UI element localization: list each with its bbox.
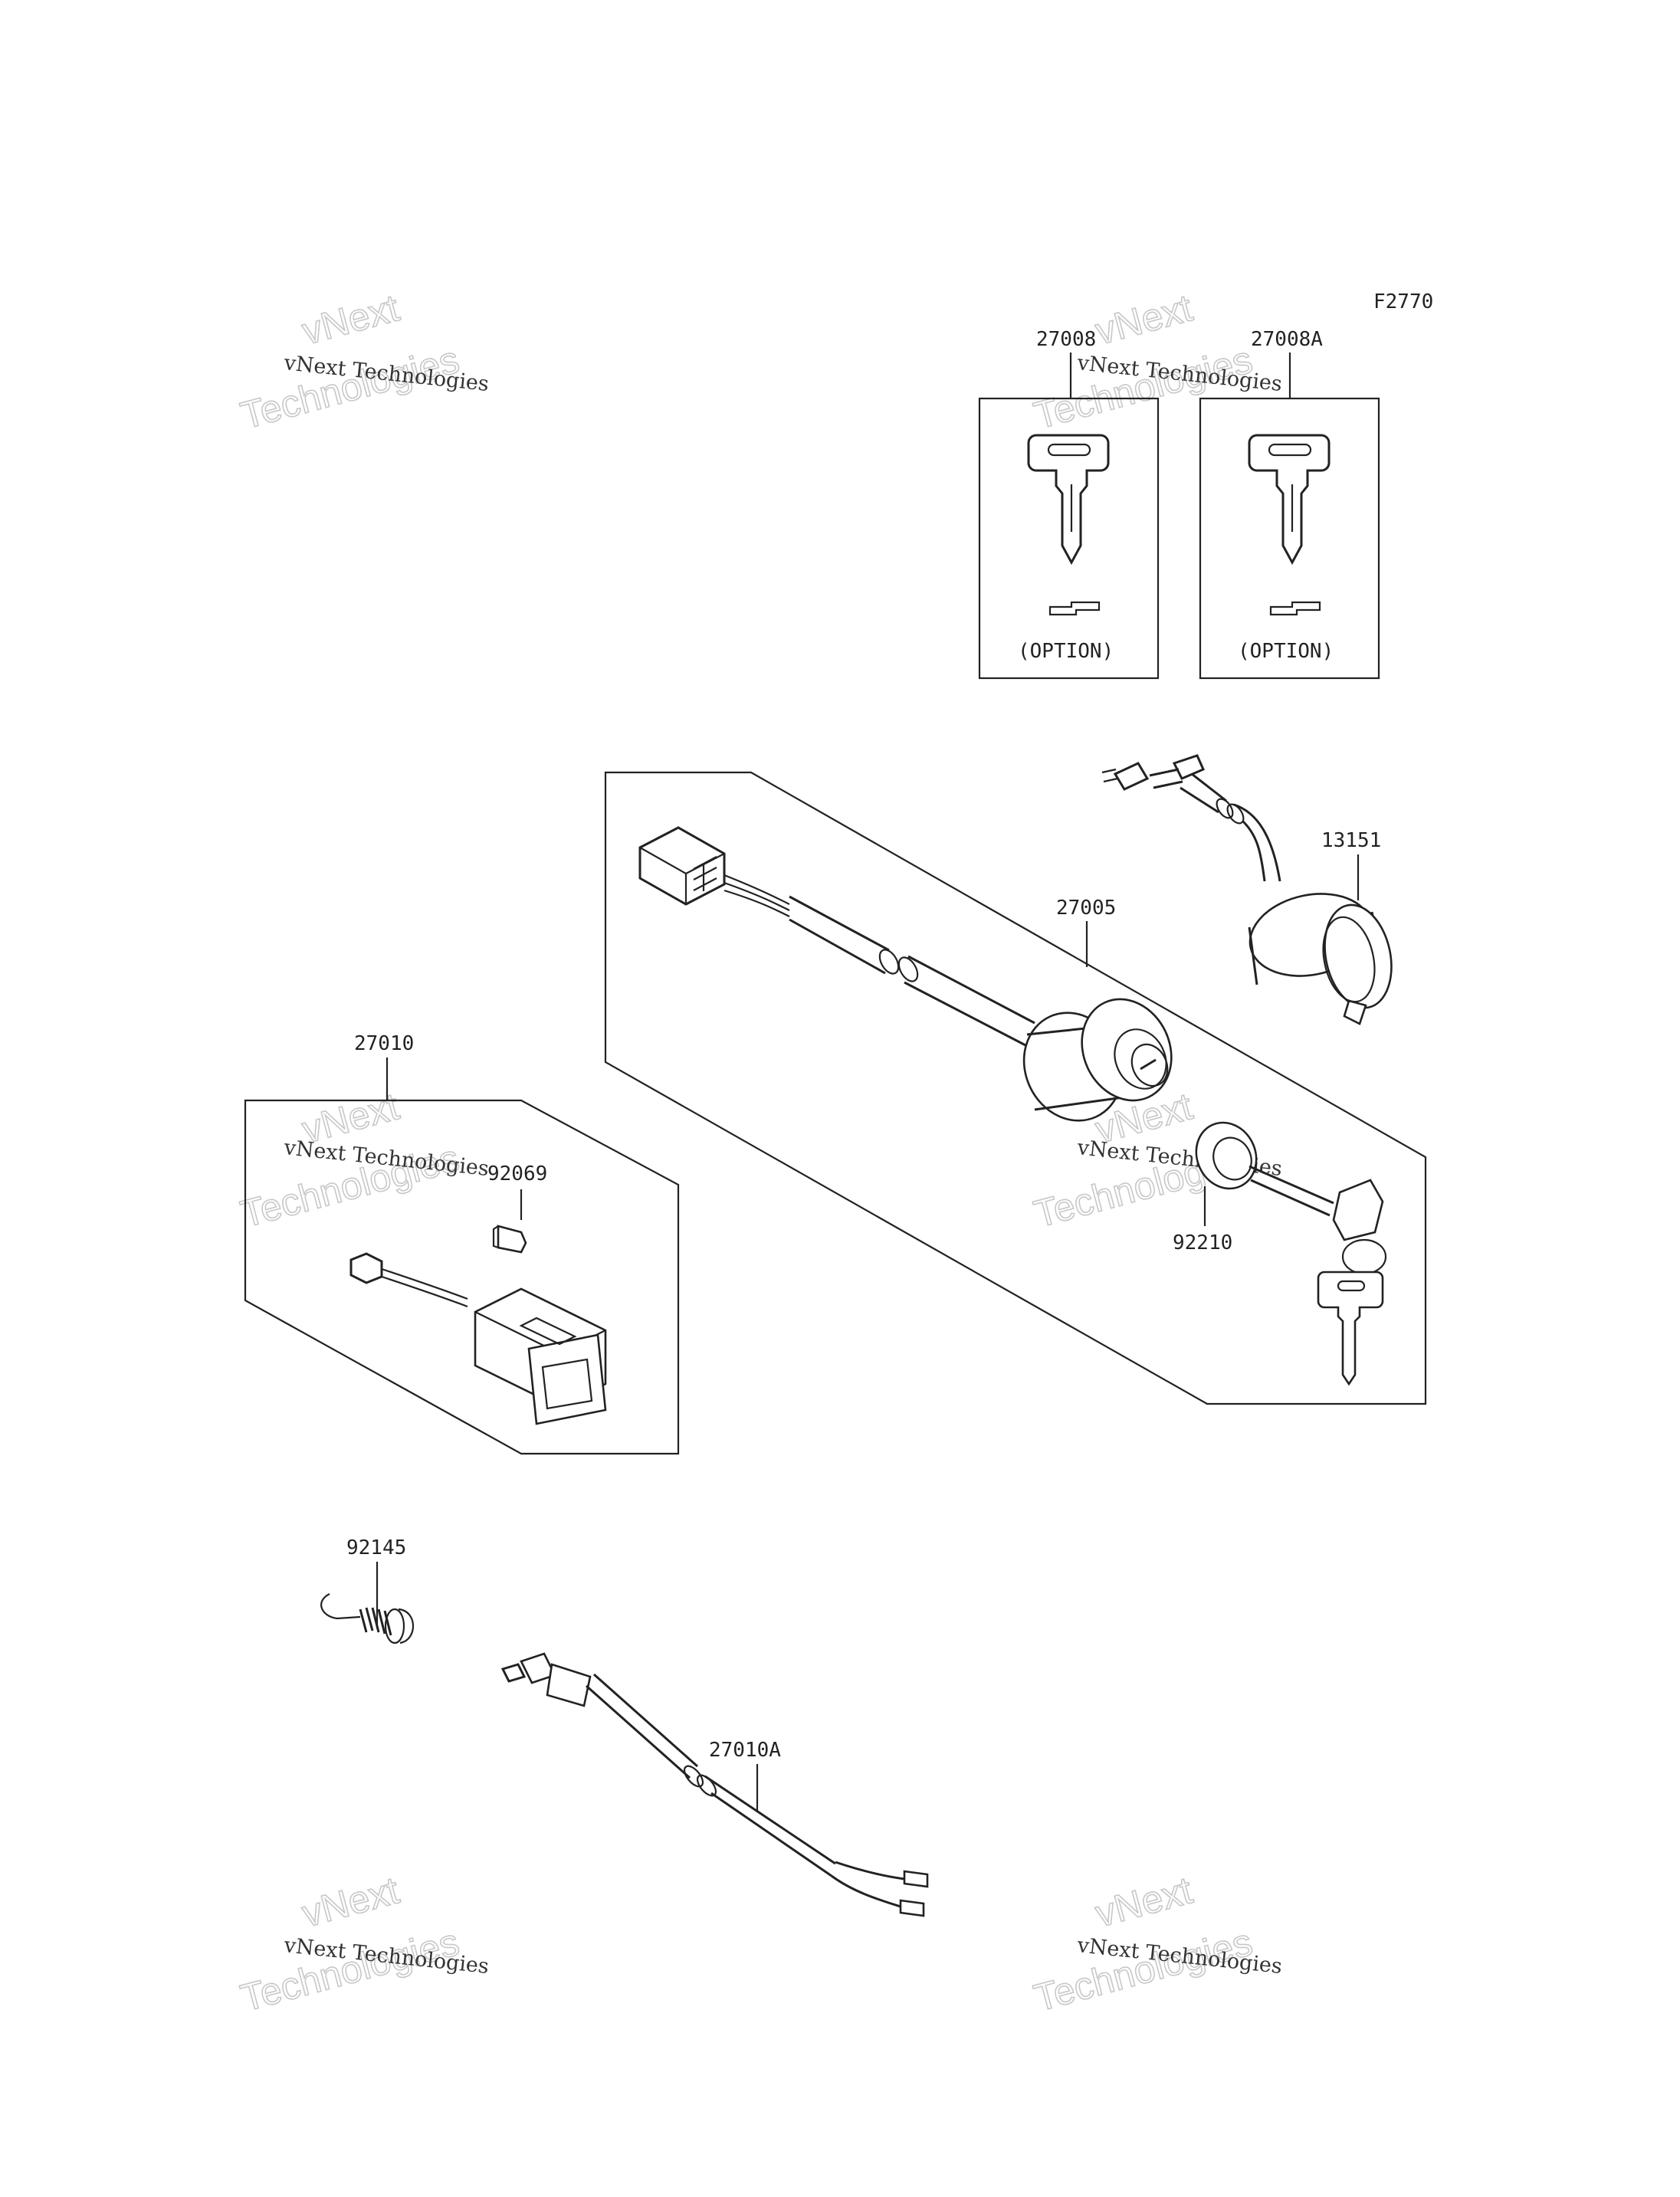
part-number-92210: 92210 xyxy=(1173,1231,1232,1254)
part-27008: 27008 (OPTION) xyxy=(978,328,1160,680)
key-set-icon xyxy=(1249,1165,1387,1386)
part-number-92145: 92145 xyxy=(346,1536,406,1559)
watermark-vnext: vNext xyxy=(1091,1868,1196,1935)
key-code-tag xyxy=(1048,601,1101,616)
part-27010A: 27010A xyxy=(500,1652,929,1917)
assembly-outline xyxy=(604,771,1427,1405)
key-option-box xyxy=(1199,397,1380,680)
part-number-13151: 13151 xyxy=(1321,829,1381,852)
cable-switch-icon xyxy=(500,1652,929,1917)
part-13151: 13151 xyxy=(1101,754,1393,1025)
part-27005: 27005 92210 xyxy=(604,771,1427,1405)
part-number-27008A: 27008A xyxy=(1251,328,1323,351)
watermark-vnext: vNext xyxy=(297,1868,403,1935)
key-code-tag xyxy=(1269,601,1321,616)
watermark-top-left: vNext Technologies vNext Technologies xyxy=(236,286,491,438)
part-number-27010A: 27010A xyxy=(709,1739,781,1762)
harness-sleeve xyxy=(789,895,890,975)
key-icon xyxy=(1027,434,1110,566)
watermark-bottom-right: vNext Technologies vNext Technologies xyxy=(1029,1868,1284,2021)
option-label: (OPTION) xyxy=(1018,640,1114,663)
push-switch-body xyxy=(349,1252,607,1425)
watermark-vnext: vNext xyxy=(297,286,403,353)
part-number-27010: 27010 xyxy=(354,1032,414,1055)
part-number-92069: 92069 xyxy=(487,1162,547,1185)
key-icon xyxy=(1248,434,1331,566)
key-option-box xyxy=(978,397,1160,680)
option-label: (OPTION) xyxy=(1238,640,1334,663)
watermark-vnext: vNext xyxy=(1091,286,1196,353)
spring-icon xyxy=(320,1593,415,1644)
part-92210-nut: 92210 xyxy=(1173,1121,1258,1254)
part-27010: 27010 92069 xyxy=(244,1032,680,1455)
part-27008A: 27008A (OPTION) xyxy=(1199,328,1380,680)
part-92069-bulb xyxy=(492,1225,527,1254)
watermark-top-right: vNext Technologies vNext Technologies xyxy=(1029,286,1284,438)
figure-code: F2770 xyxy=(1373,290,1433,313)
watermark-mid-left: vNext Technologies vNext Technologies xyxy=(236,1084,491,1237)
assembly-outline xyxy=(244,1099,680,1455)
ignition-switch-body xyxy=(1022,998,1173,1122)
part-number-27008: 27008 xyxy=(1036,328,1096,351)
part-92145: 92145 xyxy=(320,1536,415,1644)
connector-plug xyxy=(638,826,726,906)
part-number-27005: 27005 xyxy=(1056,897,1116,920)
watermark-bottom-left: vNext Technologies vNext Technologies xyxy=(236,1868,491,2021)
